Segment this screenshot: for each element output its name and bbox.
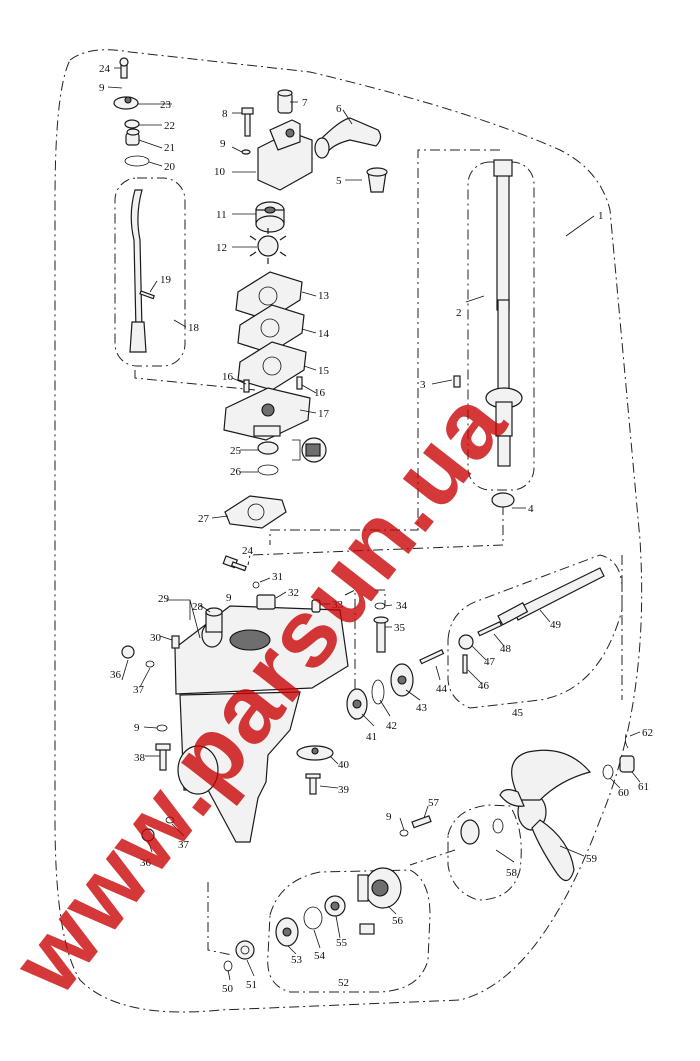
callout-10: 10 xyxy=(214,166,226,178)
callout-21: 21 xyxy=(164,142,175,154)
group-52-box xyxy=(267,869,431,993)
callout-45: 45 xyxy=(512,707,524,719)
connector-shaft xyxy=(269,149,500,545)
callout-18: 18 xyxy=(188,322,200,334)
callout-54: 54 xyxy=(314,950,326,962)
callout-8: 8 xyxy=(222,108,228,120)
callout-27: 27 xyxy=(198,513,210,525)
callout-37-b: 37 xyxy=(178,839,190,851)
callout-19: 19 xyxy=(160,274,172,286)
callout-28: 28 xyxy=(192,601,204,613)
callout-24-b: 24 xyxy=(242,545,254,557)
shift-rod-assembly xyxy=(113,57,155,353)
callout-47: 47 xyxy=(484,656,496,668)
group-45-box xyxy=(447,554,623,709)
watermark-text: www.parsun.ua xyxy=(0,370,527,1013)
callout-40: 40 xyxy=(338,759,350,771)
callout-14: 14 xyxy=(318,328,330,340)
callout-55: 55 xyxy=(336,937,348,949)
callout-43: 43 xyxy=(416,702,428,714)
callout-3: 3 xyxy=(420,379,426,391)
assembly-boundary xyxy=(54,49,643,1013)
callout-62: 62 xyxy=(642,727,653,739)
callout-57: 57 xyxy=(428,797,440,809)
callout-60: 60 xyxy=(618,787,630,799)
callout-16-b: 16 xyxy=(314,387,326,399)
callout-39: 39 xyxy=(338,784,350,796)
callout-9-b: 9 xyxy=(99,82,105,94)
callout-37-a: 37 xyxy=(133,684,145,696)
callout-9-c: 9 xyxy=(226,592,232,604)
callout-12: 12 xyxy=(216,242,227,254)
group-18-box xyxy=(114,177,186,367)
callout-34: 34 xyxy=(396,600,408,612)
callout-33: 33 xyxy=(332,599,344,611)
water-pump-assembly xyxy=(223,89,388,529)
connector-gear xyxy=(247,505,504,566)
callout-59: 59 xyxy=(586,853,598,865)
callout-41: 41 xyxy=(366,731,377,743)
callout-labels: 1 2 3 4 5 6 7 8 9 10 11 12 13 14 15 16 1… xyxy=(99,63,653,995)
callout-35: 35 xyxy=(394,622,406,634)
callout-61: 61 xyxy=(638,781,649,793)
callout-2: 2 xyxy=(456,307,462,319)
callout-36-a: 36 xyxy=(110,669,122,681)
drive-shaft-assembly xyxy=(453,159,523,508)
callout-32: 32 xyxy=(288,587,299,599)
callout-52: 52 xyxy=(338,977,349,989)
callout-25: 25 xyxy=(230,445,242,457)
callout-22: 22 xyxy=(164,120,175,132)
callout-30: 30 xyxy=(150,632,162,644)
leader-lines xyxy=(107,67,641,981)
callout-9-a: 9 xyxy=(220,138,226,150)
connector-pin2 xyxy=(375,589,386,605)
callout-9-e: 9 xyxy=(386,811,392,823)
connector-gearcase xyxy=(409,849,456,866)
callout-29: 29 xyxy=(158,593,170,605)
callout-20: 20 xyxy=(164,161,176,173)
callout-5: 5 xyxy=(336,175,342,187)
group-58-box xyxy=(447,804,522,901)
callout-36-b: 36 xyxy=(140,857,152,869)
callout-38: 38 xyxy=(134,752,146,764)
callout-51: 51 xyxy=(246,979,257,991)
callout-50: 50 xyxy=(222,983,234,995)
callout-31: 31 xyxy=(272,571,283,583)
callout-9-d: 9 xyxy=(134,722,140,734)
group-2-box xyxy=(467,161,535,491)
callout-16-a: 16 xyxy=(222,371,234,383)
callout-48: 48 xyxy=(500,643,512,655)
callout-6: 6 xyxy=(336,103,342,115)
callout-13: 13 xyxy=(318,290,330,302)
callout-49: 49 xyxy=(550,619,562,631)
callout-42: 42 xyxy=(386,720,397,732)
callout-56: 56 xyxy=(392,915,404,927)
callout-17: 17 xyxy=(318,408,330,420)
connector-shift xyxy=(134,370,256,391)
callout-15: 15 xyxy=(318,365,330,377)
callout-44: 44 xyxy=(436,683,448,695)
callout-53: 53 xyxy=(291,954,303,966)
callout-7: 7 xyxy=(302,97,308,109)
callout-58: 58 xyxy=(506,867,518,879)
callout-46: 46 xyxy=(478,680,490,692)
gearcase-assembly xyxy=(121,555,605,843)
connector-pin xyxy=(344,589,356,720)
callout-24-a: 24 xyxy=(99,63,111,75)
connector-prop xyxy=(207,882,233,956)
callout-1: 1 xyxy=(598,210,604,222)
callout-23: 23 xyxy=(160,99,172,111)
callout-26: 26 xyxy=(230,466,242,478)
callout-11: 11 xyxy=(216,209,227,221)
propeller-assembly xyxy=(223,733,635,972)
callout-4: 4 xyxy=(528,503,534,515)
